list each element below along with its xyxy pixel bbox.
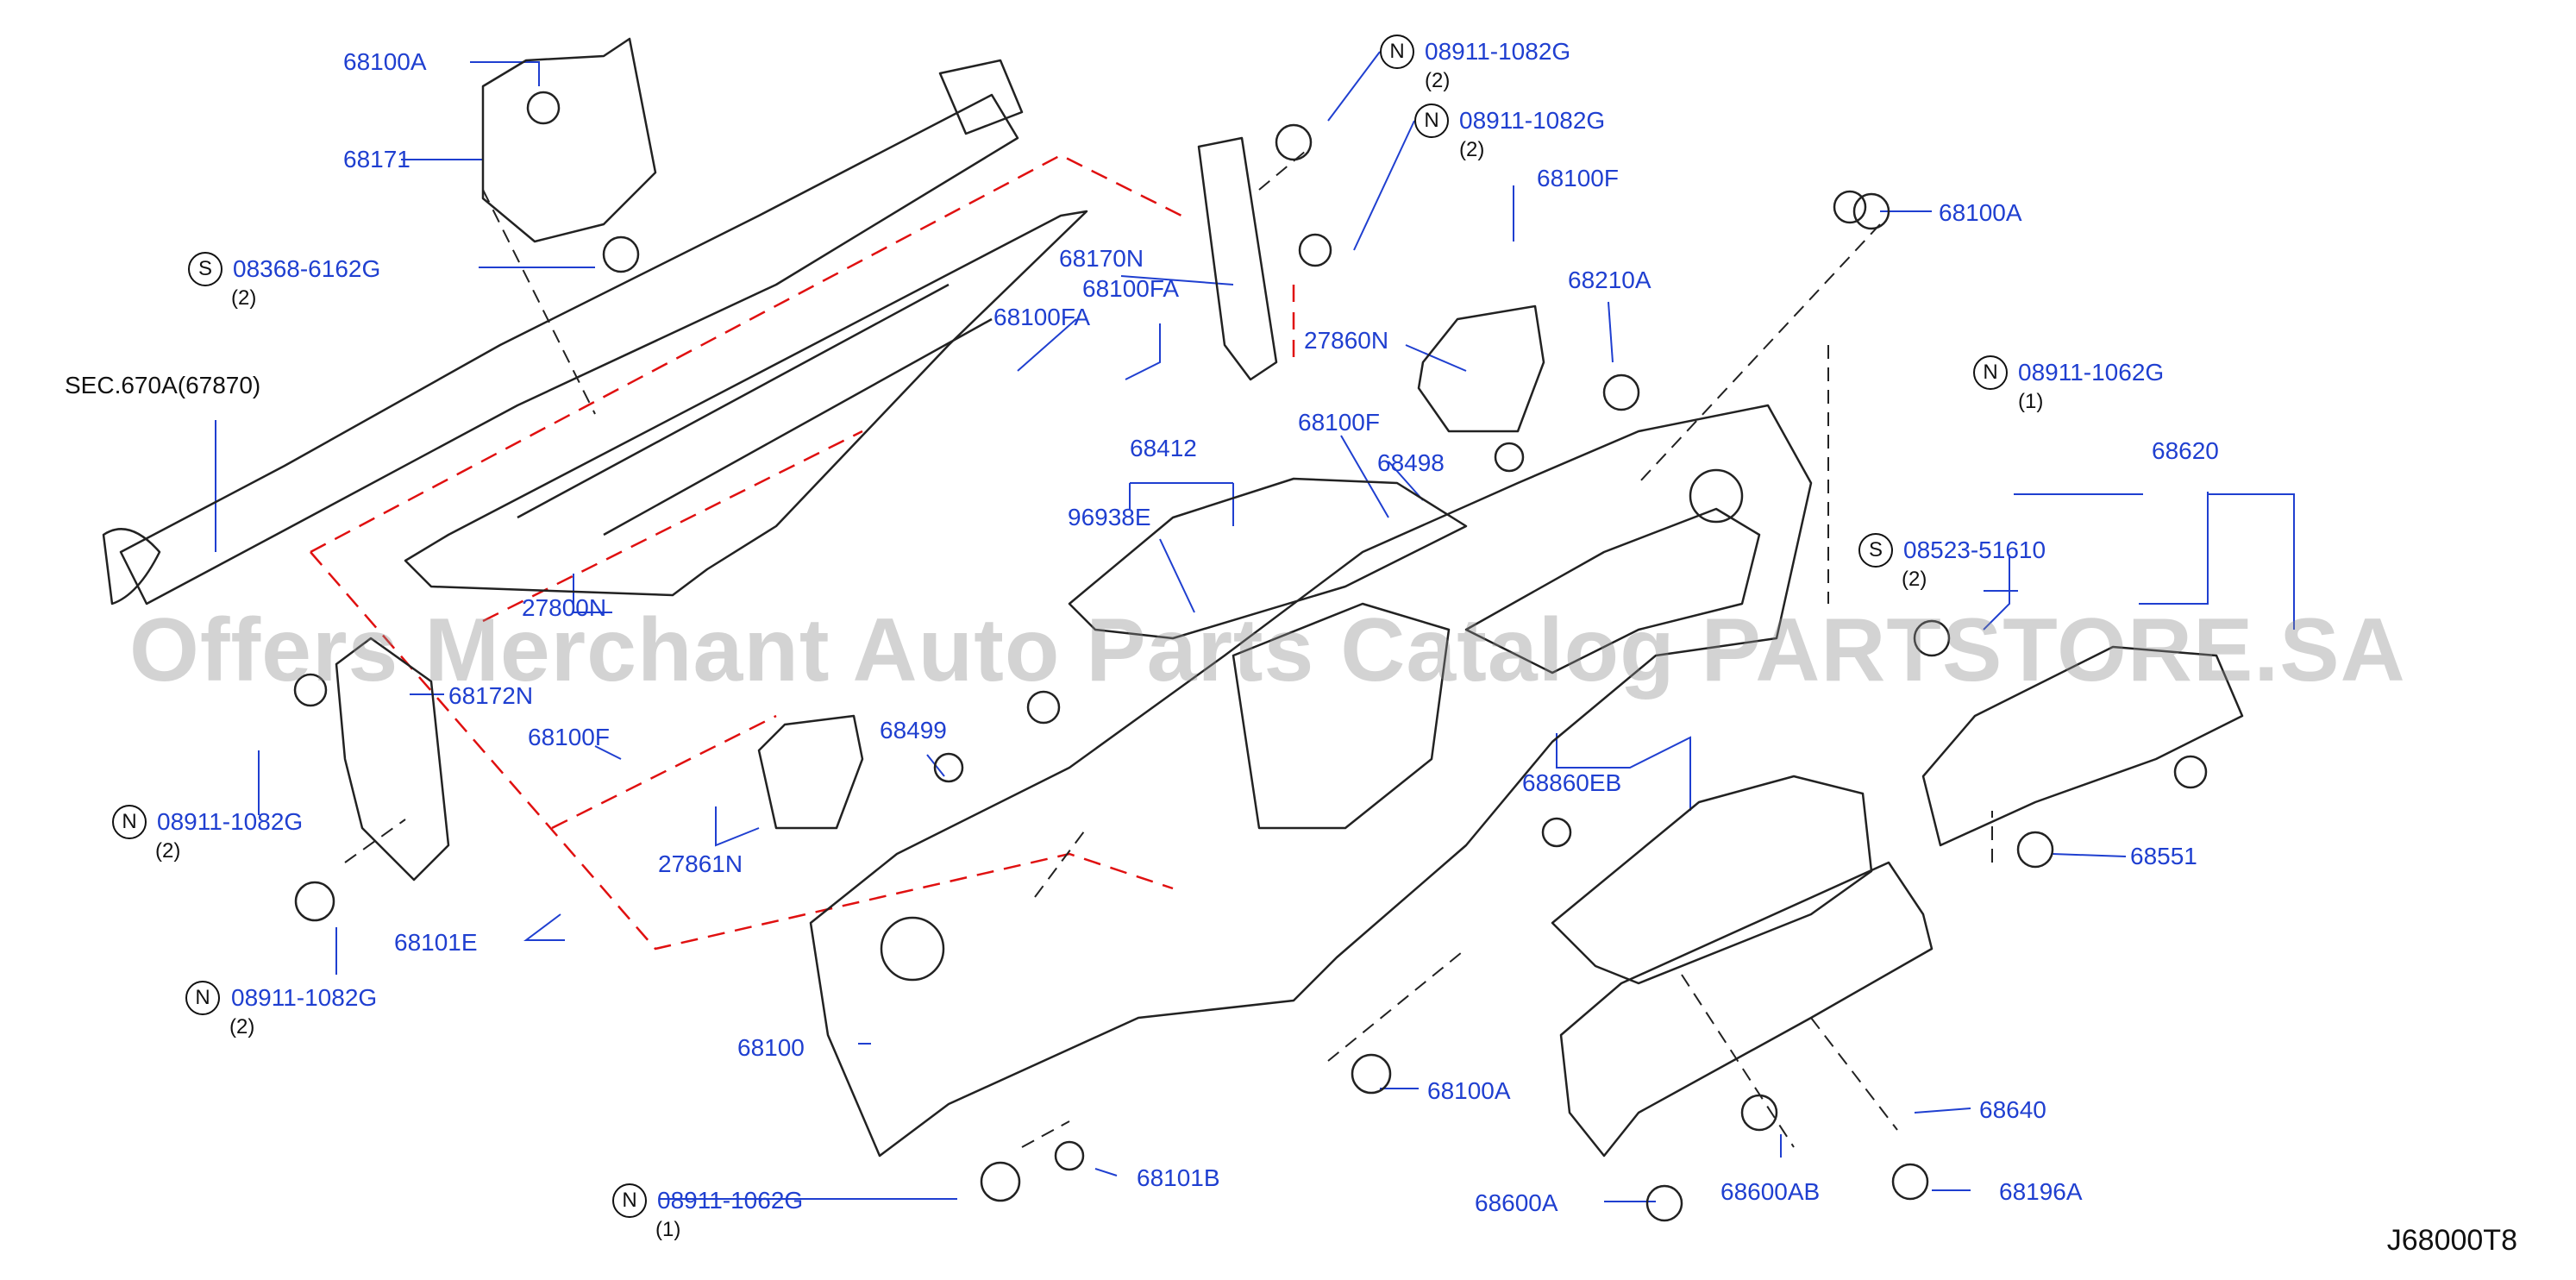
part-number: 08911-1062G bbox=[657, 1187, 804, 1214]
part-number: 08911-1082G bbox=[1425, 38, 1571, 65]
nut-part-badge: N bbox=[1380, 35, 1414, 69]
nut-part-badge: N bbox=[112, 805, 147, 839]
part-number: 08911-1082G bbox=[231, 984, 378, 1011]
part-number: 68551 bbox=[2130, 843, 2197, 869]
nut-part-badge: N bbox=[1414, 104, 1449, 138]
part-number: 68620 bbox=[2152, 437, 2219, 464]
figure-id: J68000T8 bbox=[2386, 1224, 2517, 1257]
part-number: 08911-1082G bbox=[157, 808, 304, 835]
standard-part-badge: S bbox=[188, 252, 223, 286]
part-number: 27861N bbox=[658, 850, 743, 877]
quantity: (2) bbox=[1902, 568, 1927, 591]
assembly-boundary bbox=[310, 154, 1295, 951]
part-number: 68412 bbox=[1130, 435, 1197, 461]
quantity: (2) bbox=[155, 839, 181, 863]
part-number: 68172N bbox=[448, 682, 534, 709]
quantity: (1) bbox=[655, 1218, 681, 1241]
nut-part-badge: N bbox=[185, 981, 220, 1015]
part-number: 96938E bbox=[1068, 504, 1151, 530]
part-number: 68170N bbox=[1059, 245, 1144, 272]
standard-part-badge: S bbox=[1858, 533, 1893, 568]
part-number: 68100F bbox=[1537, 165, 1619, 191]
part-number: 27860N bbox=[1304, 327, 1389, 354]
quantity: (2) bbox=[231, 286, 257, 310]
part-number: 68100A bbox=[1939, 199, 2022, 226]
part-number: 68100 bbox=[737, 1034, 805, 1061]
part-number: 27800N bbox=[522, 594, 607, 621]
part-number: 68196A bbox=[1999, 1178, 2083, 1205]
nut-part-badge: N bbox=[612, 1183, 647, 1218]
assembly-direction-lines bbox=[344, 146, 1993, 1148]
part-number: 68600AB bbox=[1720, 1178, 1821, 1205]
part-number: 68100FA bbox=[993, 304, 1091, 330]
part-number: 68171 bbox=[343, 146, 411, 173]
part-number: 68640 bbox=[1979, 1096, 2046, 1123]
part-outlines bbox=[102, 37, 2244, 1222]
quantity: (2) bbox=[229, 1015, 255, 1038]
leader-lines bbox=[215, 51, 2295, 1202]
nut-part-badge: N bbox=[1973, 355, 2008, 390]
part-number: 68101E bbox=[394, 929, 478, 956]
part-number: 68100A bbox=[343, 48, 427, 75]
quantity: (2) bbox=[1425, 69, 1451, 92]
part-number: 68600A bbox=[1475, 1189, 1558, 1216]
part-number: 68101B bbox=[1137, 1164, 1220, 1191]
part-number: 08911-1082G bbox=[1459, 107, 1606, 134]
part-number: 68498 bbox=[1377, 449, 1445, 476]
part-number: 68860EB bbox=[1522, 769, 1622, 796]
watermark-text: Offers Merchant Auto Parts Catalog PARTS… bbox=[129, 600, 2406, 700]
section-reference: SEC.670A(67870) bbox=[65, 372, 261, 398]
quantity: (1) bbox=[2018, 390, 2044, 413]
part-number: 08523-51610 bbox=[1903, 536, 2046, 563]
part-number: 68100F bbox=[528, 724, 610, 750]
quantity: (2) bbox=[1459, 138, 1485, 161]
part-number: 68100F bbox=[1298, 409, 1380, 436]
part-number: 68210A bbox=[1568, 267, 1652, 293]
part-number: 68100A bbox=[1427, 1077, 1511, 1104]
part-number: 08368-6162G bbox=[233, 255, 381, 282]
part-number: 08911-1062G bbox=[2018, 359, 2165, 386]
part-number: 68100FA bbox=[1082, 275, 1180, 302]
part-number: 68499 bbox=[880, 717, 947, 744]
